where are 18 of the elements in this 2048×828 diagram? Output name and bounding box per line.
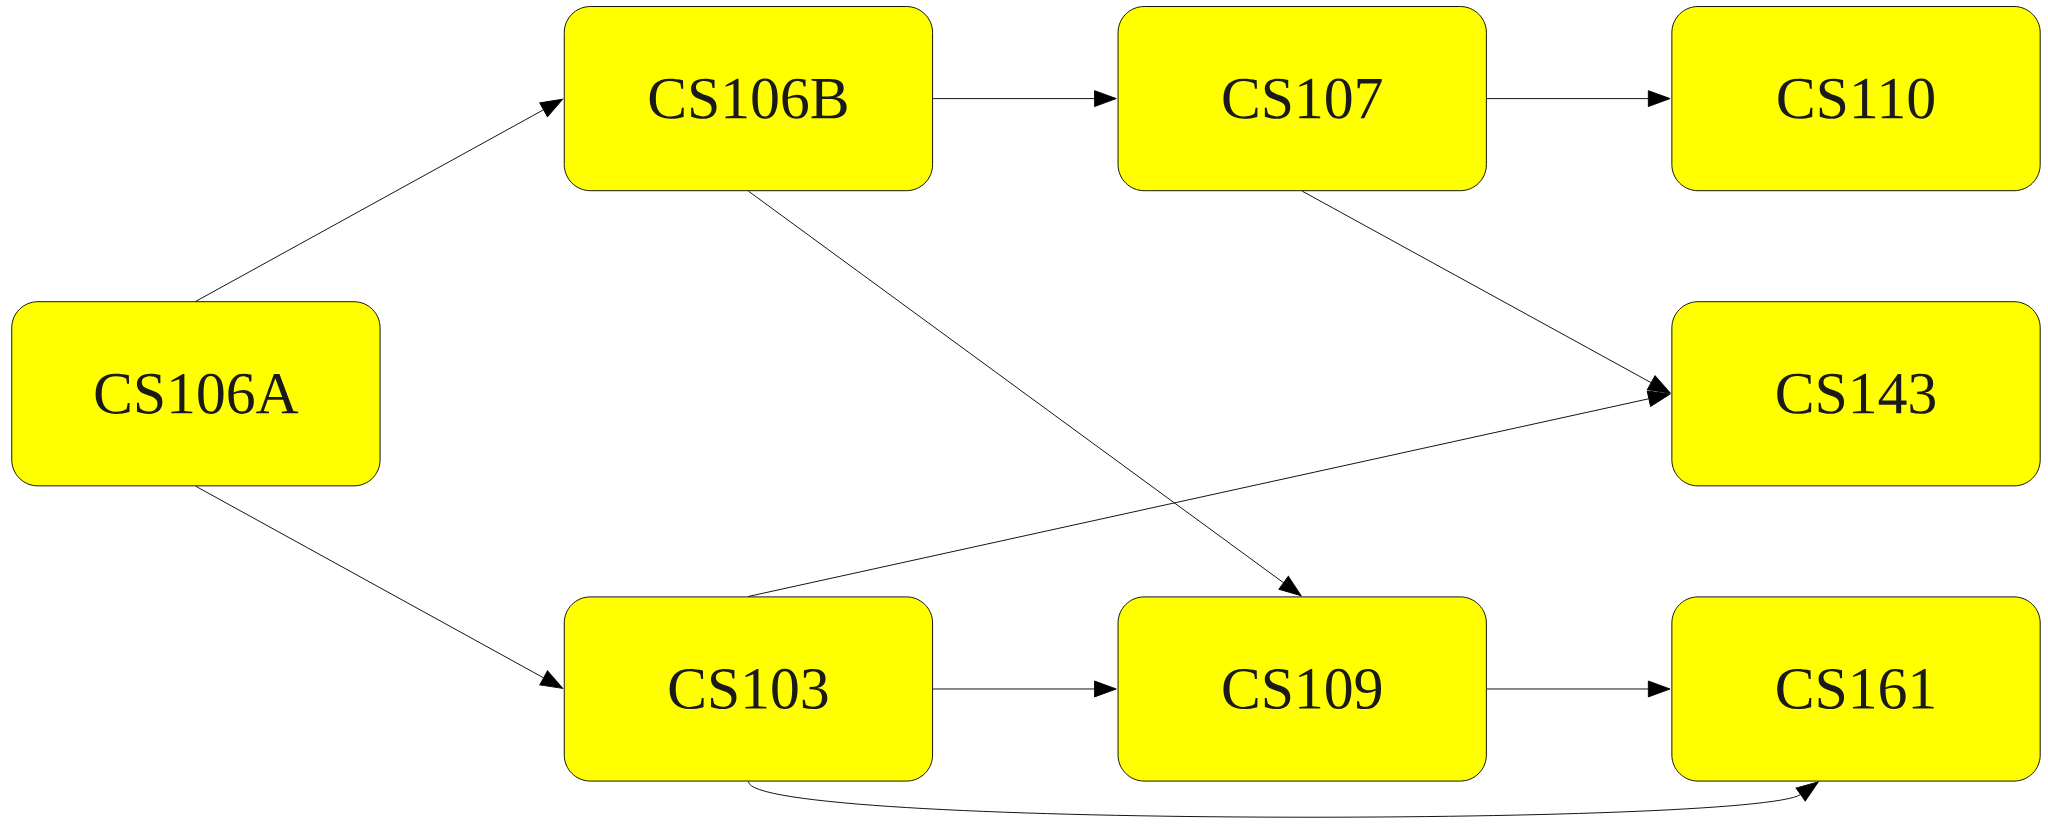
arrow — [1486, 680, 1671, 698]
course-box: CS106B — [563, 6, 934, 192]
course-box: CS107 — [1117, 6, 1487, 192]
arrow — [195, 98, 564, 302]
arrow — [932, 680, 1117, 698]
course-box: CS109 — [1117, 596, 1487, 782]
arrow — [1486, 90, 1671, 107]
course-box: CS143 — [1671, 301, 2041, 487]
arrow — [747, 390, 1671, 597]
arrow — [195, 485, 564, 689]
course-box: CS110 — [1671, 6, 2041, 192]
arrow — [747, 781, 1819, 818]
arrow — [932, 90, 1117, 107]
arrow — [1301, 190, 1671, 394]
course-box: CS106A — [11, 301, 381, 487]
course-box: CS161 — [1671, 596, 2041, 782]
arrow — [747, 190, 1302, 597]
course-box: CS103 — [563, 596, 934, 782]
